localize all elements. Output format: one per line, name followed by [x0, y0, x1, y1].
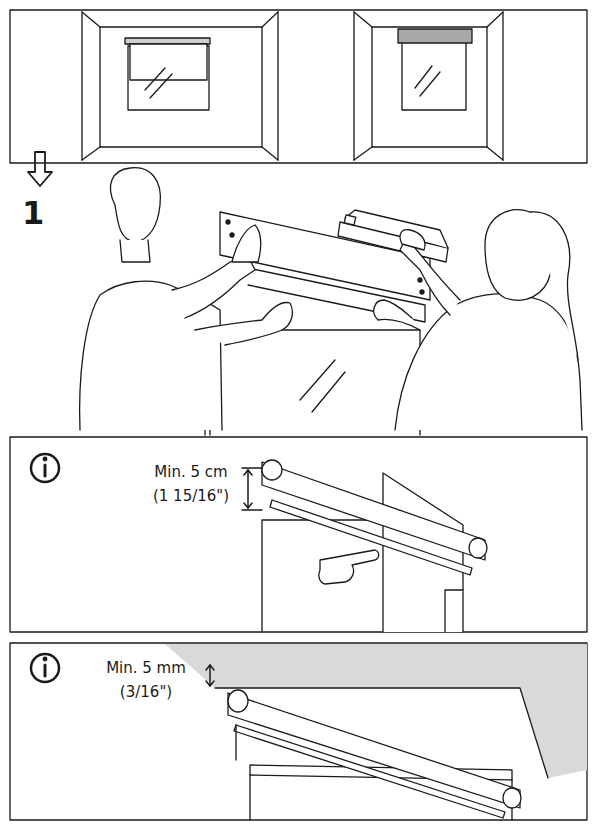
info-icon — [31, 454, 59, 482]
dimension-label: Min. 5 mm — [106, 660, 186, 677]
step-arrow — [28, 152, 52, 186]
step-number: 1 — [22, 196, 44, 231]
room-sketch-right — [354, 12, 503, 160]
woman-figure — [374, 210, 582, 430]
pointing-hand — [319, 550, 379, 584]
man-figure — [80, 168, 293, 430]
dimension-label: (1 15/16") — [153, 488, 229, 505]
info-panel — [10, 437, 587, 632]
dimension-arrow — [206, 665, 214, 686]
room-sketch-left — [82, 12, 278, 160]
overview-panel — [10, 10, 587, 163]
info-icon — [31, 654, 59, 682]
dimension-label: Min. 5 cm — [154, 464, 227, 481]
dimension-label: (3/16") — [120, 684, 172, 701]
dimension-arrow — [242, 468, 262, 510]
info-panel — [10, 643, 587, 820]
window — [205, 330, 420, 435]
spirit-level — [338, 210, 448, 262]
roller-blind — [228, 690, 521, 818]
